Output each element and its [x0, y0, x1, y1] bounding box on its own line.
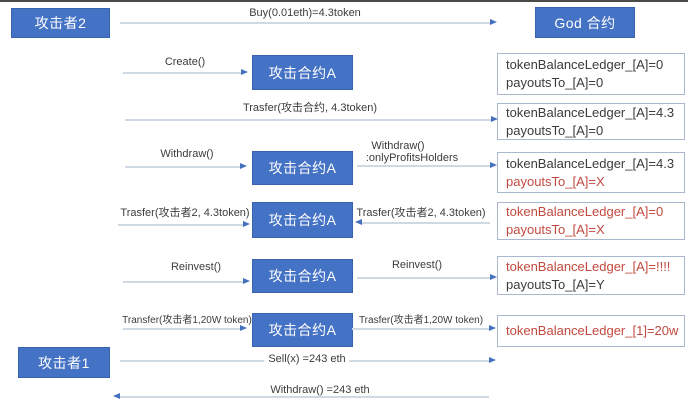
arrowhead-right-icon	[243, 278, 250, 284]
label-withdraw-right: Withdraw()	[371, 140, 425, 152]
arrowhead-right-icon	[490, 162, 497, 168]
arrow-transfer-attacker2-left	[118, 221, 250, 227]
label-buy: Buy(0.01eth)=4.3token	[249, 7, 361, 19]
ledger-line: tokenBalanceLedger_[A]=0	[506, 57, 664, 72]
arrowhead-right-icon	[490, 274, 497, 280]
ledger-line: payoutsTo_[A]=0	[506, 75, 604, 90]
ledger-line: tokenBalanceLedger_[A]=4.3	[506, 104, 675, 120]
label-only-profits-holders: :onlyProfitsHolders	[365, 152, 459, 164]
ledger-line: payoutsTo_[A]=X	[506, 222, 605, 237]
label-transfer-attacker2-left: Trasfer(攻击者2, 4.3token)	[120, 207, 250, 219]
ledger-line: tokenBalanceLedger_[A]=!!!!	[506, 258, 671, 274]
node-attack-contract-a-1: 攻击合约A	[252, 55, 353, 90]
label-create: Create()	[164, 56, 206, 68]
ledger-line: tokenBalanceLedger_[A]=4.3	[506, 155, 675, 171]
node-attack-contract-a-2: 攻击合约A	[252, 151, 353, 185]
actor-attacker1: 攻击者1	[18, 347, 110, 378]
actor-god-contract: God 合约	[535, 7, 635, 38]
ledger-line: payoutsTo_[A]=0	[506, 122, 604, 138]
arrow-withdraw-right	[357, 162, 497, 168]
label-transfer-to-contract: Trasfer(攻击合约, 4.3token)	[242, 102, 378, 114]
ledger-line: tokenBalanceLedger_[1]=20w	[506, 323, 679, 338]
arrow-create	[123, 69, 248, 75]
ledger-box-6: tokenBalanceLedger_[1]=20w	[497, 315, 685, 347]
node-attack-contract-a-4: 攻击合约A	[252, 259, 353, 293]
arrowhead-right-icon	[490, 19, 497, 25]
label-reinvest-left: Reinvest()	[170, 261, 222, 273]
arrowhead-right-icon	[241, 69, 248, 75]
ledger-box-5: tokenBalanceLedger_[A]=!!!! payoutsTo_[A…	[497, 256, 685, 295]
label-withdraw-final: Withdraw() =243 eth	[270, 384, 370, 396]
arrowhead-right-icon	[489, 357, 496, 363]
actor-attacker2: 攻击者2	[11, 8, 110, 38]
arrowhead-right-icon	[491, 116, 498, 122]
arrowhead-right-icon	[240, 163, 247, 169]
label-transfer-attacker1-right: Trasfer(攻击者1,20W token)	[358, 315, 484, 326]
arrowhead-right-icon	[243, 221, 250, 227]
ledger-line: tokenBalanceLedger_[A]=0	[506, 204, 664, 219]
ledger-box-4: tokenBalanceLedger_[A]=0 payoutsTo_[A]=X	[497, 202, 685, 240]
ledger-line: payoutsTo_[A]=X	[506, 173, 605, 189]
arrow-withdraw-left	[125, 163, 247, 169]
label-sell: Sell(x) =243 eth	[264, 353, 350, 365]
label-withdraw-left: Withdraw()	[160, 148, 214, 160]
top-border-line	[0, 0, 688, 2]
arrow-reinvest-right	[357, 274, 497, 280]
arrow-withdraw-final	[113, 393, 489, 399]
ledger-box-2: tokenBalanceLedger_[A]=4.3 payoutsTo_[A]…	[497, 103, 685, 140]
ledger-box-1: tokenBalanceLedger_[A]=0 payoutsTo_[A]=0	[497, 53, 685, 95]
label-transfer-attacker2-right: Trasfer(攻击者2, 4.3token)	[356, 207, 486, 219]
arrow-transfer-attacker1-right	[352, 325, 496, 331]
label-reinvest-right: Reinvest()	[391, 259, 443, 271]
arrow-transfer-attacker1-left	[123, 325, 247, 331]
arrowhead-right-icon	[489, 325, 496, 331]
arrow-buy	[120, 19, 497, 25]
label-transfer-attacker1-left: Transfer(攻击者1,20W token)	[122, 315, 252, 326]
ledger-line: payoutsTo_[A]=Y	[506, 276, 605, 292]
arrow-transfer-to-contract	[125, 116, 498, 122]
arrowhead-left-icon	[355, 219, 362, 225]
arrow-transfer-attacker2-right	[355, 219, 490, 225]
node-attack-contract-a-5: 攻击合约A	[252, 313, 353, 347]
arrowhead-right-icon	[240, 325, 247, 331]
arrowhead-left-icon	[113, 393, 120, 399]
node-attack-contract-a-3: 攻击合约A	[252, 202, 353, 238]
ledger-box-3: tokenBalanceLedger_[A]=4.3 payoutsTo_[A]…	[497, 152, 685, 193]
arrow-reinvest-left	[123, 278, 250, 284]
